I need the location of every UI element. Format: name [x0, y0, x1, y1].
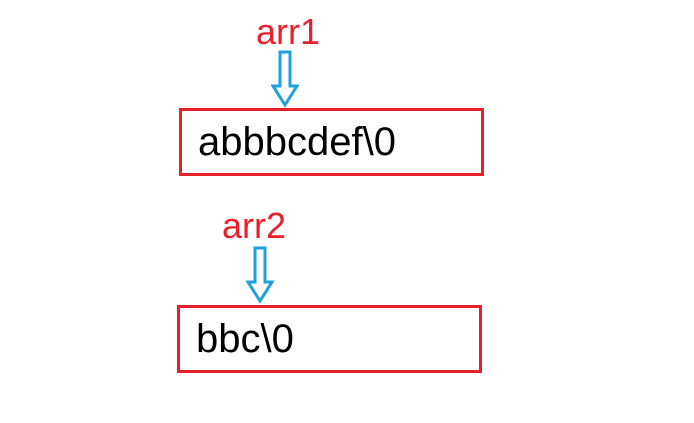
arr1-string-value: abbbcdef\0: [198, 120, 396, 164]
arr2-label: arr2: [222, 205, 287, 246]
down-arrow-icon: [246, 246, 274, 304]
arr2-string-value: bbc\0: [196, 317, 294, 361]
arr1-label: arr1: [256, 11, 321, 52]
down-arrow-icon: [271, 50, 299, 108]
arr2-string-box: bbc\0: [177, 305, 482, 373]
arr1-string-box: abbbcdef\0: [179, 108, 484, 176]
